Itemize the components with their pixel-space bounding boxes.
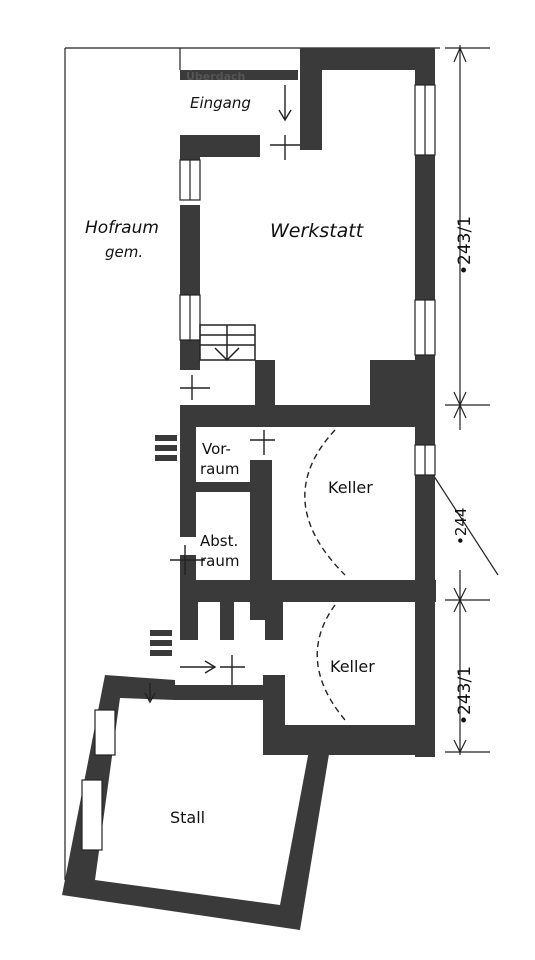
parcel-top: •243/1 [455, 215, 475, 275]
dimension-lines [429, 45, 499, 755]
label-vorraum-line1: Vor- [202, 440, 231, 458]
label-ueberdach: Überdach [186, 70, 246, 83]
label-hofraum: Hofraum [85, 218, 159, 238]
parcel-bottom: •243/1 [455, 665, 475, 725]
walls [62, 48, 436, 930]
label-werkstatt: Werkstatt [270, 220, 364, 242]
label-keller-upper: Keller [328, 478, 373, 497]
stairs [199, 324, 256, 362]
label-abstraum-line2: raum [200, 552, 240, 570]
label-keller-lower: Keller [330, 657, 375, 676]
windows [81, 84, 436, 851]
label-vorraum-line2: raum [200, 460, 240, 478]
parcel-middle: •244 [452, 507, 470, 545]
outside-steps [150, 435, 177, 656]
label-abstraum-line1: Abst. [200, 532, 239, 550]
label-hofraum-gem: gem. [105, 243, 144, 261]
label-stall: Stall [170, 808, 206, 827]
label-eingang: Eingang [190, 94, 251, 112]
door-arcs [304, 429, 346, 721]
entry-markers [144, 85, 300, 704]
